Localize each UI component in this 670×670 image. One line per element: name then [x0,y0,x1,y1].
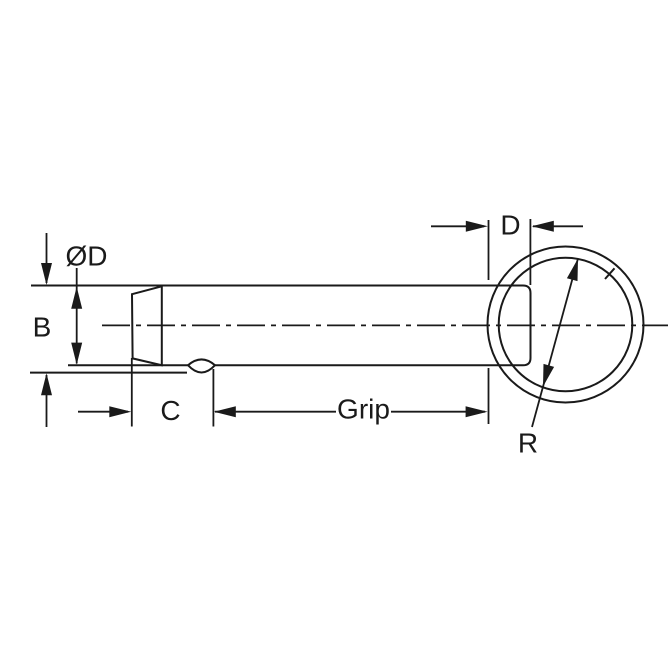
label-over-ball: B [33,312,52,343]
dim-od-upper-arrowhead [71,286,83,309]
dim-d-left-arrowhead [465,220,488,232]
key-ring-outer-circle [486,245,645,404]
dim-r-upper-arrowhead [566,257,584,282]
dim-over-ball [41,233,52,427]
pin-tip-chamfer [130,285,163,367]
label-ring-offset: D [500,210,520,241]
key-ring-inner-circle [497,256,634,393]
dimension-labels: ØD B C Grip D R [33,210,538,459]
label-grip: Grip [337,394,390,425]
dim-c-arrowhead [109,406,132,418]
dim-ring-radius [531,257,584,428]
label-tip-to-ball: C [160,395,180,426]
dim-r-line [531,258,579,428]
dim-grip-right-arrowhead [465,406,488,418]
key-ring-split-mark [604,267,616,280]
dim-ring-offset [431,219,583,424]
dim-r-lower-arrowhead [537,363,555,389]
dim-b-upper-arrowhead [41,263,52,285]
label-shank-diameter: ØD [66,241,108,272]
dim-tip-to-ball [78,358,215,427]
dim-b-lower-arrowhead [41,373,52,396]
label-ring-radius: R [518,428,538,459]
dim-grip [213,406,488,418]
dimensions [41,219,584,428]
detent-ball [186,358,217,374]
dim-shank-diameter [71,268,83,365]
pin-body-outline [31,284,532,367]
dim-od-lower-arrowhead [71,342,83,365]
